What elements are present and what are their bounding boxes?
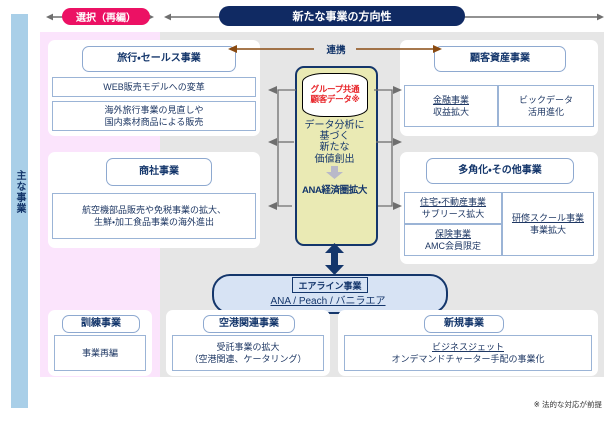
new-business-item-1-line1: ビジネスジェット [431,341,504,352]
trading-item-1-line2: 生鮮・加工食品事業の海外進出 [93,217,215,227]
travel-sales-item-2-line1: 海外旅行事業の見直しや [104,104,204,115]
travel-sales-item-2-line2: 国内素材商品による販売 [104,117,204,127]
customer-asset-item-1-line1: 金融事業 [432,94,469,105]
training-item-1[interactable]: 事業再編 [54,335,146,371]
airport-title[interactable]: 空港関連事業 [203,315,295,333]
database-cylinder-icon: グループ共通 顧客データ※ [302,73,368,117]
diversification-item-2-line1: 保険事業 [434,228,471,239]
main-business-sidebar-label: 主な事業 [14,170,25,214]
main-business-sidebar [11,14,28,408]
trading-title[interactable]: 商社事業 [106,158,212,186]
customer-asset-item-2[interactable]: ビックデータ 活用進化 [498,85,594,127]
value-creation-line3: 新たな [319,142,350,154]
diversification-item-1[interactable]: 住宅・不動産事業 サブリース拡大 [404,192,502,224]
hub-left-connector [268,82,298,214]
database-label-line2: 顧客データ※ [310,94,360,104]
diversification-item-2-line2: AMC会員限定 [425,241,481,251]
customer-asset-title[interactable]: 顧客資産事業 [434,46,566,72]
training-title[interactable]: 訓練事業 [62,315,140,333]
value-creation-line2: 基づく [319,131,350,143]
airport-item-1-line2: （空港関連、ケータリング） [189,354,307,364]
diversification-item-1-line1: 住宅・不動産事業 [419,196,487,207]
selection-badge: 選択（再編） [62,8,150,25]
airport-item-1[interactable]: 受託事業の拡大 （空港関連、ケータリング） [172,335,324,371]
hub-right-connector [372,82,402,214]
customer-asset-item-1-line2: 収益拡大 [432,107,469,117]
customer-asset-item-2-line2: 活用進化 [527,107,564,117]
diversification-item-1-line2: サブリース拡大 [421,209,485,219]
database-label-line1: グループ共通 [310,84,360,95]
airline-business-title: エアライン事業 [292,277,368,293]
down-arrow-icon [326,166,343,179]
customer-asset-item-2-line1: ビックデータ [518,94,573,105]
airline-business-brands: ANA / Peach / バニラエア [270,296,386,307]
collaboration-label: 連携 [326,45,346,56]
diversification-item-3-line1: 研修スクール事業 [511,212,584,223]
new-business-title[interactable]: 新規事業 [424,315,504,333]
collaboration-arrow-left [228,44,314,54]
new-business-item-1[interactable]: ビジネスジェット オンデマンドチャーター手配の事業化 [344,335,592,371]
diversification-item-3[interactable]: 研修スクール事業 事業拡大 [502,192,594,256]
airline-business-bar[interactable] [212,274,448,314]
page-title: 新たな事業の方向性 [219,6,465,26]
customer-asset-item-1[interactable]: 金融事業 収益拡大 [404,85,498,127]
travel-sales-item-2[interactable]: 海外旅行事業の見直しや 国内素材商品による販売 [52,101,256,131]
value-creation-line1: データ分析に [304,120,365,131]
diversification-item-3-line2: 事業拡大 [529,225,566,235]
trading-item-1-line1: 航空機部品販売や免税事業の拡大、 [81,204,226,215]
diversification-title[interactable]: 多角化・その他事業 [426,158,574,184]
travel-sales-item-1[interactable]: WEB販売モデルへの変革 [52,77,256,97]
travel-sales-title[interactable]: 旅行・セールス事業 [82,46,236,72]
value-creation-text: データ分析に 基づく 新たな 価値創出 [295,120,374,165]
diversification-item-2[interactable]: 保険事業 AMC会員限定 [404,224,502,256]
footnote: ※ 法的な対応が前提 [533,400,602,409]
airport-item-1-line1: 受託事業の拡大 [216,341,280,352]
trading-item-1[interactable]: 航空機部品販売や免税事業の拡大、 生鮮・加工食品事業の海外進出 [52,193,256,239]
collaboration-arrow-right [356,44,442,54]
value-creation-line4: 価値創出 [314,153,355,165]
ana-economic-zone-label: ANA経済圏拡大 [302,185,367,196]
new-business-item-1-line2: オンデマンドチャーター手配の事業化 [391,354,545,364]
hub-airline-double-arrow [323,243,346,275]
